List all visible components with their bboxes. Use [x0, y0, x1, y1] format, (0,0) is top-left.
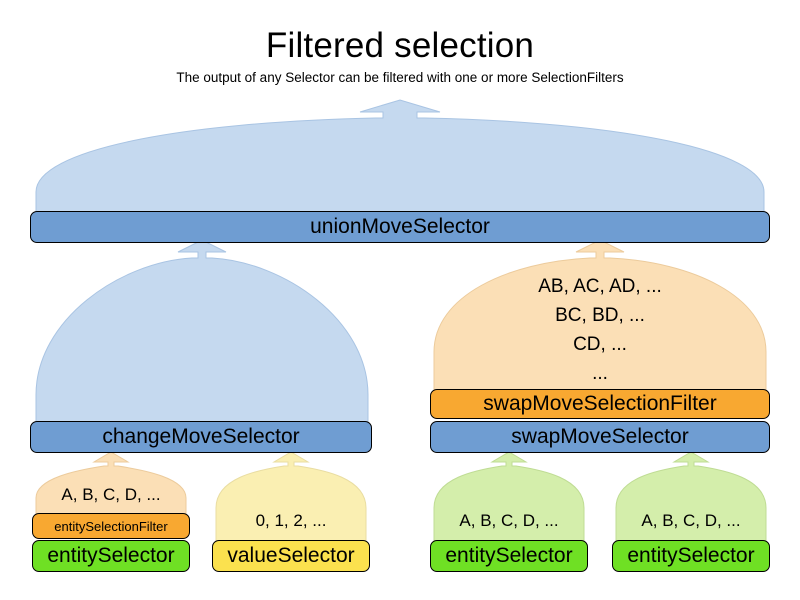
node-change-move-selector[interactable]: changeMoveSelector	[30, 421, 372, 453]
node-swap-move-selection-filter[interactable]: swapMoveSelectionFilter	[430, 389, 770, 419]
node-entity-selector-swap-right[interactable]: entitySelector	[612, 540, 770, 572]
node-entity-selector-change-label: entitySelector	[47, 544, 175, 567]
node-union-move-selector-label: unionMoveSelector	[310, 215, 490, 238]
swap-output-line-2: BC, BD, ...	[555, 305, 645, 326]
entity3-output-text: A, B, C, D, ...	[641, 511, 741, 530]
entity2-output-text: A, B, C, D, ...	[459, 511, 559, 530]
node-entity-selector-change[interactable]: entitySelector	[32, 540, 190, 572]
funnel-change-output	[35, 239, 369, 423]
funnel-union-output	[35, 99, 765, 213]
node-entity-selection-filter[interactable]: entitySelectionFilter	[32, 513, 190, 539]
swap-output-line-1: AB, AC, AD, ...	[538, 276, 662, 297]
node-entity-selector-swap-right-label: entitySelector	[627, 544, 755, 567]
node-entity-selection-filter-label: entitySelectionFilter	[54, 518, 168, 534]
node-swap-move-selector-label: swapMoveSelector	[511, 425, 689, 448]
node-change-move-selector-label: changeMoveSelector	[102, 425, 300, 448]
swap-output-line-3: CD, ...	[573, 334, 627, 355]
value1-output-text: 0, 1, 2, ...	[255, 511, 327, 530]
node-swap-move-selection-filter-label: swapMoveSelectionFilter	[483, 392, 717, 415]
node-value-selector-change-label: valueSelector	[227, 544, 355, 567]
node-value-selector-change[interactable]: valueSelector	[212, 540, 370, 572]
swap-output-text: AB, AC, AD, ... BC, BD, ... CD, ... ...	[434, 272, 766, 388]
page-subtitle: The output of any Selector can be filter…	[176, 70, 624, 85]
node-union-move-selector[interactable]: unionMoveSelector	[30, 211, 770, 243]
node-entity-selector-swap-left[interactable]: entitySelector	[430, 540, 588, 572]
page-title: Filtered selection	[265, 26, 535, 65]
swap-output-line-4: ...	[592, 363, 608, 384]
node-swap-move-selector[interactable]: swapMoveSelector	[430, 421, 770, 453]
entity1-output-text: A, B, C, D, ...	[61, 485, 161, 504]
node-entity-selector-swap-left-label: entitySelector	[445, 544, 573, 567]
